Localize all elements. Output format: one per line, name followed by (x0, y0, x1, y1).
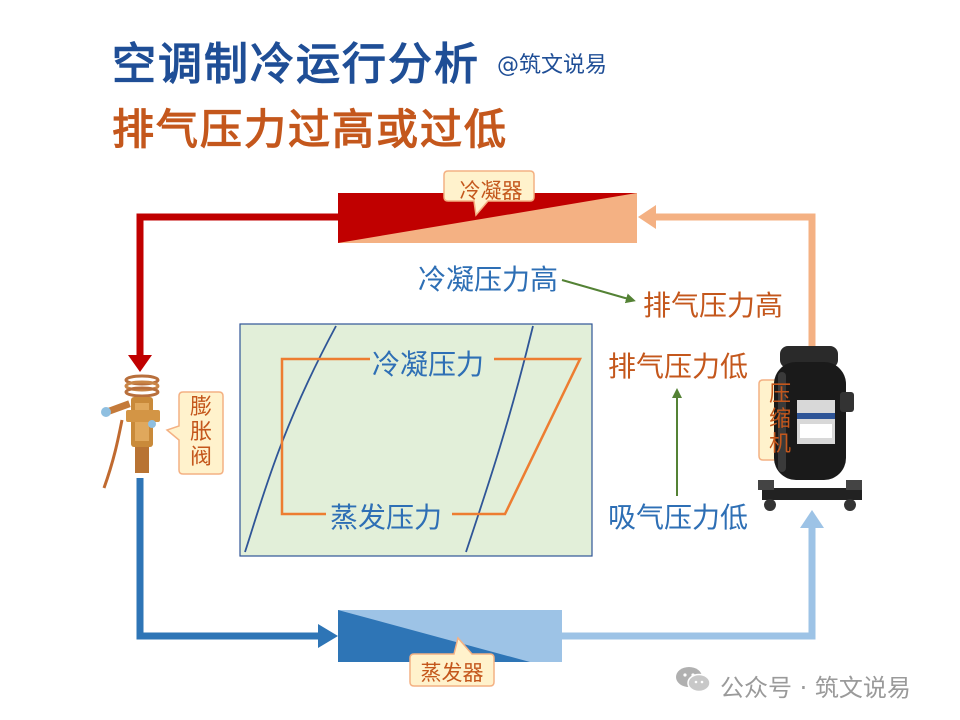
expansion-valve-char-1: 膨 (189, 395, 212, 420)
cold-pipe (136, 478, 322, 640)
suction-pressure-low-label: 吸气压力低 (608, 501, 749, 534)
expansion-valve-char-2: 胀 (189, 420, 212, 445)
compressor-char-3: 机 (768, 432, 791, 457)
condense-pressure-label: 冷凝压力 (372, 348, 485, 381)
compressor-char-2: 缩 (768, 407, 791, 432)
page-subtitle: 排气压力过高或过低 (112, 105, 509, 154)
cycle-top-left (280, 357, 370, 516)
cool-pipe (562, 525, 816, 640)
compressor-label: 压 缩 机 (763, 382, 797, 457)
hot-pipe (136, 213, 338, 360)
evaporator-callout-bubble (409, 636, 495, 687)
expansion-valve-char-3: 阀 (189, 445, 212, 470)
cycle-top-right (452, 357, 582, 516)
hot-pipe-arrowhead (128, 355, 152, 372)
evaporate-pressure-label: 蒸发压力 (330, 501, 443, 534)
evaporator-block (338, 610, 562, 662)
valve-callout-bubble (165, 391, 224, 475)
page-title: 空调制冷运行分析 (112, 39, 480, 90)
warm-pipe (652, 213, 816, 350)
wechat-icon (676, 667, 711, 693)
author-handle: @筑文说易 (497, 53, 608, 78)
condenser-block (338, 193, 637, 243)
compressor-char-1: 压 (768, 382, 791, 407)
warm-pipe-arrowhead (638, 205, 656, 229)
compressor-icon (758, 346, 862, 511)
expansion-valve-icon (101, 374, 160, 489)
condense-pressure-high-label: 冷凝压力高 (418, 263, 559, 296)
condenser-label: 冷凝器 (459, 179, 523, 203)
expansion-valve-label: 膨 胀 阀 (183, 395, 219, 470)
ph-chart-area (239, 323, 593, 557)
footer-watermark: 公众号 · 筑文说易 (720, 674, 911, 702)
discharge-pressure-high-label: 排气压力高 (643, 289, 784, 322)
green-arrow-high (561, 279, 636, 304)
discharge-pressure-low-label: 排气压力低 (608, 350, 749, 383)
saturated-liquid-line (244, 325, 337, 553)
condenser-callout-bubble (443, 170, 535, 217)
evaporator-label: 蒸发器 (420, 661, 484, 685)
cold-pipe-arrowhead (318, 624, 338, 648)
cool-pipe-arrowhead (800, 510, 824, 528)
